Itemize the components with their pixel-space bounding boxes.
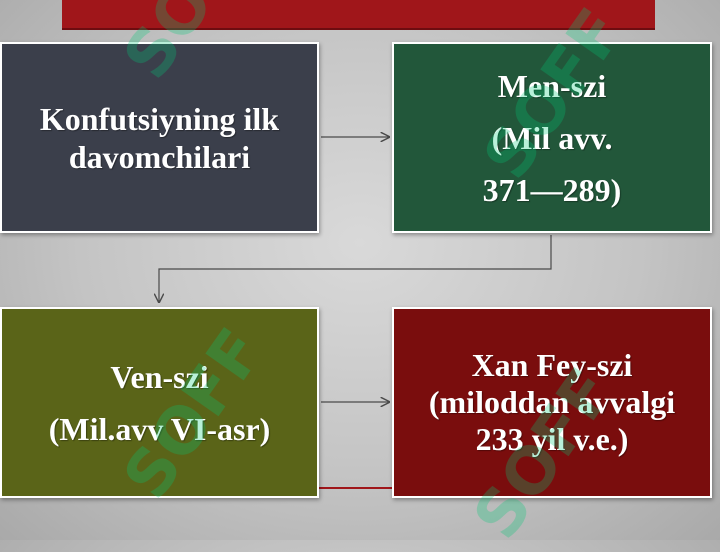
node-konfutsiy: Konfutsiyning ilk davomchilari	[0, 42, 319, 233]
node-xan-fey-szi-line-2: (miloddan avvalgi	[428, 384, 676, 420]
connector-lines	[0, 0, 552, 489]
node-ven-szi-line-2: (Mil.avv VI-asr)	[48, 410, 271, 447]
node-xan-fey-szi: Xan Fey-szi (miloddan avvalgi 233 yil v.…	[392, 307, 712, 498]
node-xan-fey-szi-line-1: Xan Fey-szi	[471, 347, 633, 383]
node-ven-szi-line-1: Ven-szi	[110, 358, 209, 395]
node-men-szi-line-2: (Mil avv.	[491, 119, 613, 156]
node-men-szi-line-3: 371—289)	[482, 171, 622, 208]
node-ven-szi: Ven-szi (Mil.avv VI-asr)	[0, 307, 319, 498]
node-xan-fey-szi-line-3: 233 yil v.e.)	[475, 421, 629, 457]
node-konfutsiy-line-1: Konfutsiyning ilk	[39, 100, 280, 137]
node-konfutsiy-line-2: davomchilari	[68, 138, 251, 175]
arrow-men-szi-to-ven-szi	[159, 235, 552, 302]
node-men-szi: Men-szi (Mil avv. 371—289)	[392, 42, 712, 233]
header-bar	[62, 0, 655, 30]
node-men-szi-line-1: Men-szi	[497, 67, 607, 104]
